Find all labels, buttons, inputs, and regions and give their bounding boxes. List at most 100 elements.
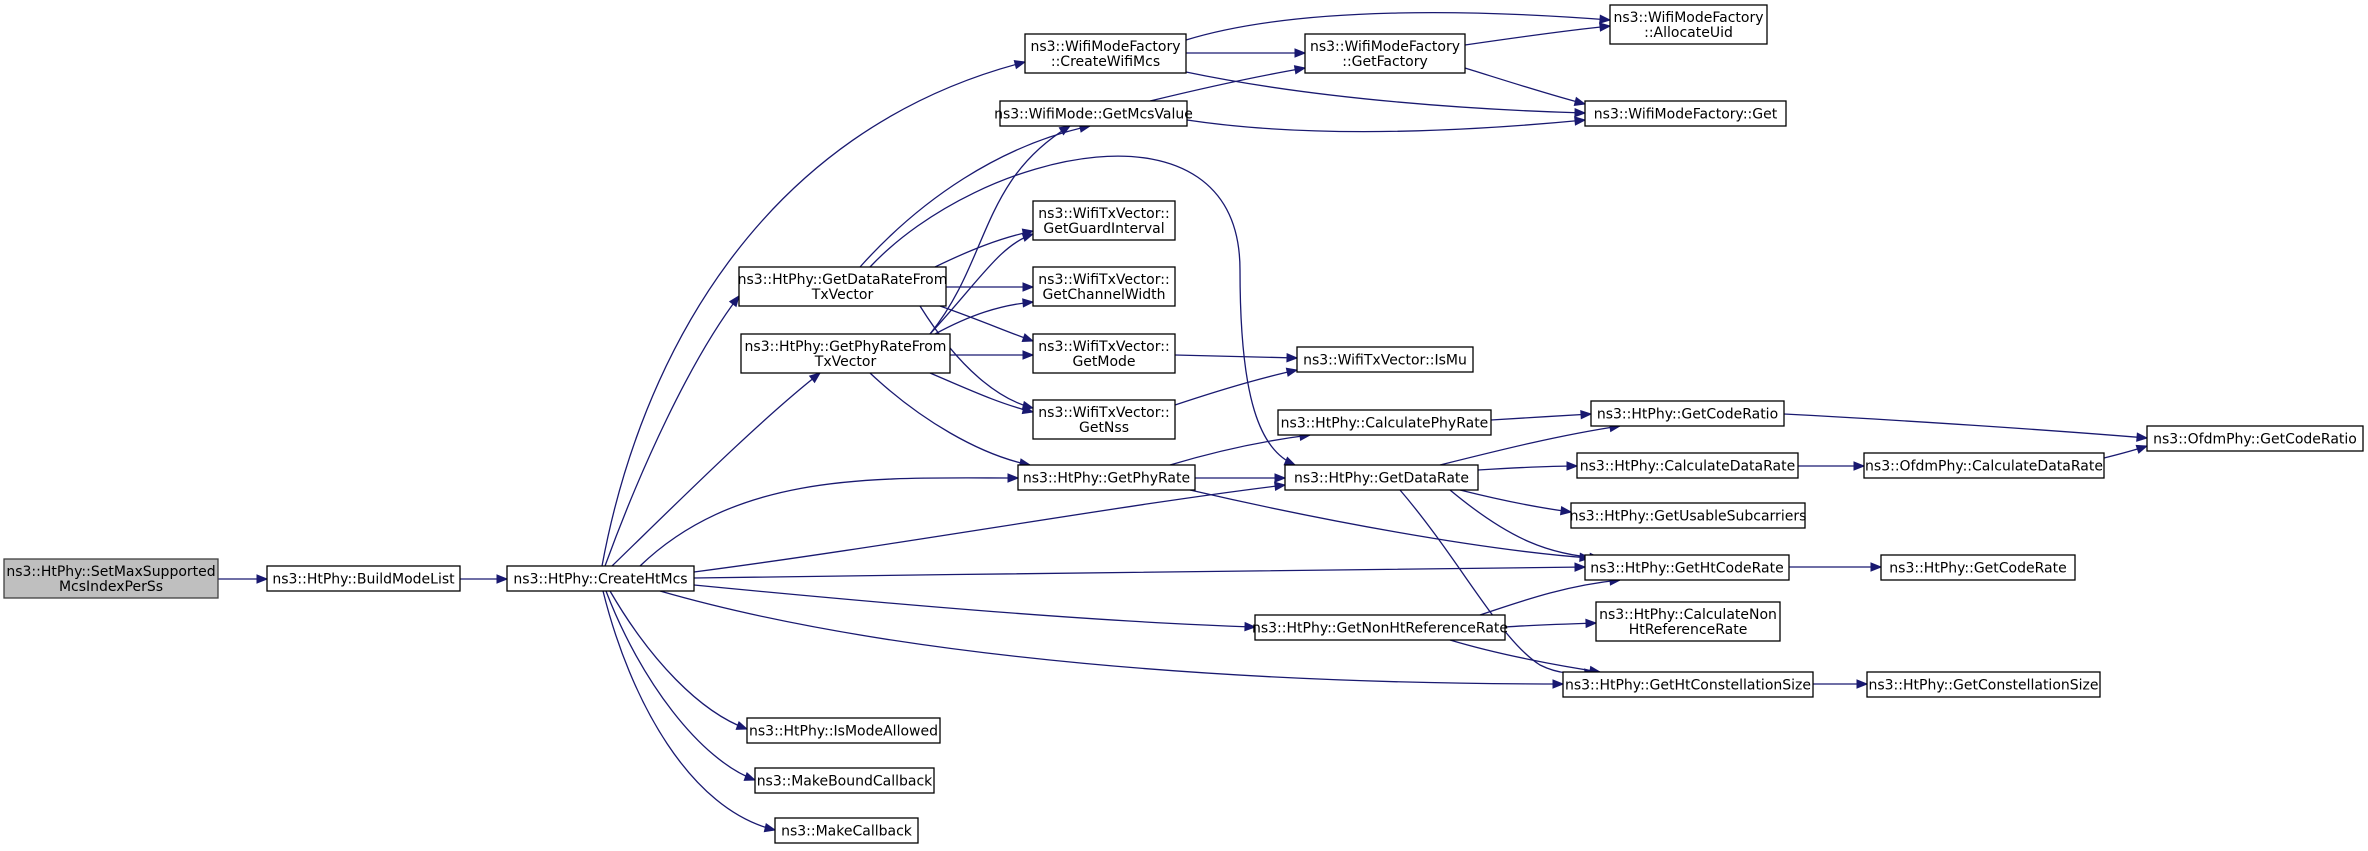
node-label: ns3::HtPhy::GetConstellationSize [1868,678,2098,694]
node-box [2146,425,2364,452]
arrowhead [1283,456,1297,466]
edge-getdatarateftx-to-getmcsvalue [859,123,1092,268]
node-calcdatarate[interactable]: ns3::HtPhy::CalculateDataRate [1576,452,1799,479]
node-label: ns3::WifiMode::GetMcsValue [994,107,1193,123]
node-label: ns3::OfdmPhy::CalculateDataRate [1865,459,2103,475]
node-box [1609,4,1768,45]
node-usablesub[interactable]: ns3::HtPhy::GetUsableSubcarriers [1570,502,1807,529]
edge-createht-to-getdatarateftx [604,294,740,567]
node-box [738,266,947,307]
node-label: ns3::HtPhy::SetMaxSupported [6,564,215,580]
edge-createht-to-makebound [605,590,757,781]
node-getmode[interactable]: ns3::WifiTxVector::GetMode [1032,333,1176,374]
edge-createwifimcs-to-getfactory [1186,48,1307,58]
node-getmcsvalue[interactable]: ns3::WifiMode::GetMcsValue [994,100,1193,127]
node-calcphyrate[interactable]: ns3::HtPhy::CalculatePhyRate [1277,409,1492,436]
node-label: ns3::HtPhy::GetDataRate [1294,471,1469,487]
node-getcoderatio[interactable]: ns3::HtPhy::GetCodeRatio [1590,400,1785,427]
node-box [1304,33,1466,74]
node-ismodeallowed[interactable]: ns3::HtPhy::IsModeAllowed [746,717,941,744]
edge-setmax-to-buildml [218,574,269,584]
node-ofdmcalc[interactable]: ns3::OfdmPhy::CalculateDataRate [1863,452,2105,479]
edge-getdatarate-to-usablesub [1459,489,1573,516]
node-getnonht[interactable]: ns3::HtPhy::GetNonHtReferenceRate [1252,614,1508,641]
edge-getfactory-to-allocuid [1464,22,1612,46]
edge-gethtcoderate-to-getcoderate [1789,562,1883,572]
edge-line [1504,622,1597,628]
edge-line [929,125,1071,335]
arrowhead [1285,367,1299,377]
edge-line [611,372,821,567]
edge-buildml-to-createht [460,574,509,584]
node-box [1017,464,1196,491]
edge-line [929,233,1034,335]
node-getdatarate[interactable]: ns3::HtPhy::GetDataRate [1284,464,1479,491]
node-makebound[interactable]: ns3::MakeBoundCallback [754,767,935,794]
arrowhead [1580,409,1593,420]
arrowhead [1853,461,1866,471]
edge-line [1149,67,1306,102]
node-ismu[interactable]: ns3::WifiTxVector::IsMu [1296,346,1474,373]
node-getcoderate[interactable]: ns3::HtPhy::GetCodeRate [1880,554,2076,581]
node-label: ns3::OfdmPhy::GetCodeRatio [2153,432,2357,448]
edge-line [1186,119,1586,133]
edge-line [1479,579,1621,616]
arrowhead [1022,350,1035,360]
arrowhead [763,822,777,833]
node-gethtconst[interactable]: ns3::HtPhy::GetHtConstellationSize [1562,671,1814,698]
node-guard[interactable]: ns3::WifiTxVector::GetGuardInterval [1032,200,1176,241]
arrowhead [1294,48,1307,58]
node-chwidth[interactable]: ns3::WifiTxVector::GetChannelWidth [1032,266,1176,307]
node-label: ns3::WifiTxVector:: [1038,339,1169,355]
edge-getphyrate-to-getdatarate [1195,473,1287,483]
edge-line [859,125,1091,268]
node-label: ns3::MakeCallback [781,824,913,840]
edge-getmode-to-ismu [1174,352,1299,363]
node-getnss[interactable]: ns3::WifiTxVector::GetNss [1032,399,1176,440]
edge-createwifimcs-to-wmfget [1185,71,1587,118]
node-wmfget[interactable]: ns3::WifiModeFactory::Get [1584,100,1787,127]
edge-line [1189,489,1591,559]
edge-line [1464,25,1611,46]
edges-layer [218,12,2149,833]
edge-line [1174,354,1298,359]
node-label: GetChannelWidth [1042,287,1165,303]
node-label: ::GetFactory [1342,54,1428,70]
arrowhead [1007,473,1020,483]
node-gethtcoderate[interactable]: ns3::HtPhy::GetHtCodeRate [1584,554,1790,581]
node-createht[interactable]: ns3::HtPhy::CreateHtMcs [506,565,695,592]
node-ofdmcoderatio[interactable]: ns3::OfdmPhy::GetCodeRatio [2146,425,2364,452]
node-box [266,565,461,592]
edge-line [1783,413,2148,439]
arrowhead [735,720,749,730]
node-allocuid[interactable]: ns3::WifiModeFactory::AllocateUid [1609,4,1768,45]
arrowhead [1021,333,1035,343]
edge-line [609,590,748,730]
edge-getphyrateftx-to-guard [929,232,1035,335]
node-label: ns3::WifiModeFactory [1310,39,1460,55]
node-label: GetNss [1079,420,1129,436]
node-label: GetMode [1072,354,1135,370]
node-label: TxVector [814,354,877,370]
node-getconst[interactable]: ns3::HtPhy::GetConstellationSize [1866,671,2101,698]
edge-getphyrateftx-to-getphyrate [869,372,1032,468]
edge-getphyrate-to-gethtcoderate [1189,489,1592,562]
node-label: ns3::HtPhy::GetPhyRateFrom [745,339,947,355]
edge-createht-to-makecb [602,590,777,833]
node-box [3,558,219,599]
arrowhead [1274,473,1287,483]
edge-line [604,295,740,567]
arrowhead [1574,562,1587,572]
node-getphyrate[interactable]: ns3::HtPhy::GetPhyRate [1017,464,1196,491]
node-getfactory[interactable]: ns3::WifiModeFactory::GetFactory [1304,33,1466,74]
node-makecb[interactable]: ns3::MakeCallback [774,817,919,844]
arrowhead [1585,618,1598,629]
arrowhead [256,574,269,584]
node-buildml[interactable]: ns3::HtPhy::BuildModeList [266,565,461,592]
edge-getmcsvalue-to-wmfget [1186,116,1587,133]
node-createwifimcs[interactable]: ns3::WifiModeFactory::CreateWifiMcs [1024,33,1187,74]
